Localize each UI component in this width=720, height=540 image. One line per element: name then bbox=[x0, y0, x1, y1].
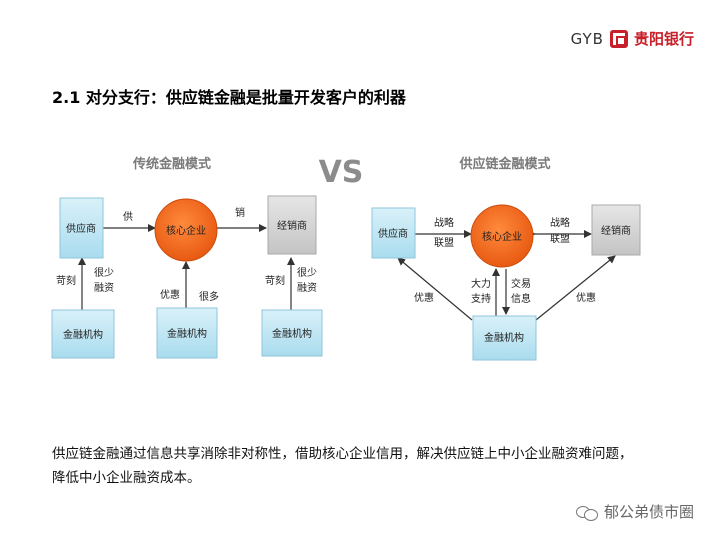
sc-supplier-node bbox=[371, 207, 416, 259]
sc-core-node bbox=[470, 204, 534, 268]
trad-bank-mid-node bbox=[156, 307, 218, 359]
label-little-right-1: 很少 bbox=[297, 266, 317, 279]
logo-text: GYB bbox=[570, 29, 604, 48]
description-text: 供应链金融通过信息共享消除非对称性，借助核心企业信用，解决供应链上中小企业融资难… bbox=[52, 442, 672, 490]
slide-title: 2.1 对分支行：供应链金融是批量开发客户的利器 bbox=[52, 88, 406, 107]
label-preferential-mid: 优惠 bbox=[160, 288, 180, 301]
label-supply: 供 bbox=[123, 210, 133, 223]
description-line-1: 供应链金融通过信息共享消除非对称性，借助核心企业信用，解决供应链上中小企业融资难… bbox=[52, 446, 633, 462]
sc-dealer-label: 经销商 bbox=[601, 224, 631, 237]
traditional-heading: 传统金融模式 bbox=[132, 156, 211, 172]
label-little-left-1: 很少 bbox=[94, 266, 114, 279]
trad-core-node bbox=[154, 198, 218, 262]
sc-bank-label: 金融机构 bbox=[484, 331, 524, 344]
label-many-mid: 很多 bbox=[199, 290, 219, 303]
logo-mark-icon bbox=[609, 29, 628, 48]
sc-bank-node bbox=[472, 315, 537, 361]
sc-label-info-2: 信息 bbox=[511, 292, 531, 305]
wechat-icon bbox=[575, 504, 598, 521]
trad-dealer-node bbox=[267, 195, 317, 255]
trad-bank-left-node bbox=[51, 309, 115, 359]
description-line-2: 降低中小企业融资成本。 bbox=[52, 470, 201, 486]
edge-sc-bank-dealer bbox=[535, 255, 616, 321]
sc-label-strategic-right-2: 联盟 bbox=[550, 233, 570, 245]
sc-label-support-1: 大力 bbox=[471, 277, 491, 290]
vs-label: VS bbox=[319, 155, 364, 190]
logo-chinese-name: 贵阳银行 bbox=[633, 30, 694, 48]
label-little-right-2: 融资 bbox=[297, 282, 317, 294]
trad-bank-mid-label: 金融机构 bbox=[167, 327, 207, 340]
edge-sc-bank-supplier bbox=[397, 257, 473, 321]
sc-dealer-node bbox=[591, 204, 641, 256]
sc-label-support-2: 支持 bbox=[471, 292, 491, 305]
sc-label-preferential-right: 优惠 bbox=[576, 291, 596, 304]
sc-supplier-label: 供应商 bbox=[378, 227, 408, 240]
supply-chain-heading: 供应链金融模式 bbox=[458, 156, 550, 172]
trad-bank-left-label: 金融机构 bbox=[63, 328, 103, 341]
watermark: 郁公弟债市圈 bbox=[575, 501, 694, 522]
trad-bank-right-node bbox=[261, 309, 323, 357]
sc-label-preferential-left: 优惠 bbox=[414, 291, 434, 304]
watermark-text: 郁公弟债市圈 bbox=[603, 503, 694, 521]
sc-core-label: 核心企业 bbox=[482, 230, 522, 243]
trad-core-label: 核心企业 bbox=[166, 224, 206, 237]
sc-label-strategic-right-1: 战略 bbox=[550, 216, 570, 229]
bank-logo: GYB 贵阳银行 bbox=[571, 28, 694, 49]
label-strict-right: 苛刻 bbox=[265, 274, 285, 287]
trad-supplier-label: 供应商 bbox=[66, 222, 96, 235]
sc-label-info-1: 交易 bbox=[511, 277, 531, 290]
sc-label-strategic-left-1: 战略 bbox=[434, 216, 454, 229]
label-strict-left: 苛刻 bbox=[56, 274, 76, 287]
label-sell: 销 bbox=[235, 206, 245, 219]
trad-bank-right-label: 金融机构 bbox=[272, 327, 312, 340]
trad-dealer-label: 经销商 bbox=[277, 219, 307, 232]
label-little-left-2: 融资 bbox=[94, 282, 114, 294]
sc-label-strategic-left-2: 联盟 bbox=[434, 237, 454, 249]
trad-supplier-node bbox=[59, 197, 104, 259]
